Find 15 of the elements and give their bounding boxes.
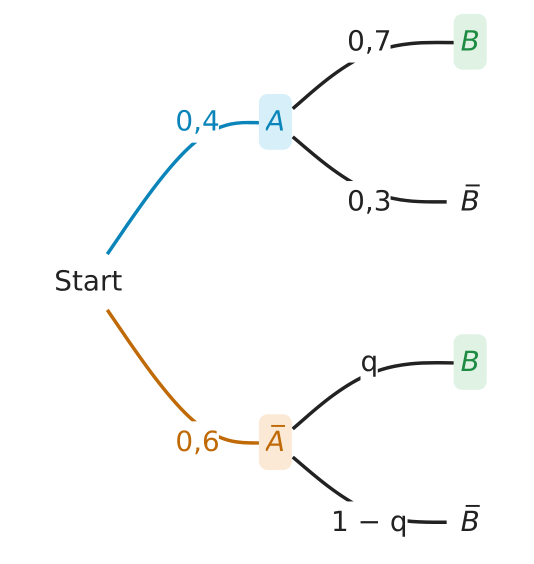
node-box: A [258, 94, 292, 150]
edge-label: 0,4 [175, 104, 220, 138]
edge-label: q [360, 344, 378, 378]
node-box: A̅ [258, 414, 292, 470]
edge-label: 0,7 [347, 24, 392, 58]
node-text: B̅ [460, 184, 480, 218]
node-box: B [454, 334, 487, 390]
node-text: Start [54, 264, 122, 298]
connector [292, 361, 455, 430]
connector [106, 120, 260, 256]
node-text: B̅ [460, 504, 480, 538]
edge-label: 0,6 [175, 424, 220, 458]
node-box: B [454, 14, 487, 70]
edge-label: 0,3 [347, 184, 392, 218]
edge-label: 1 − q [331, 504, 408, 538]
